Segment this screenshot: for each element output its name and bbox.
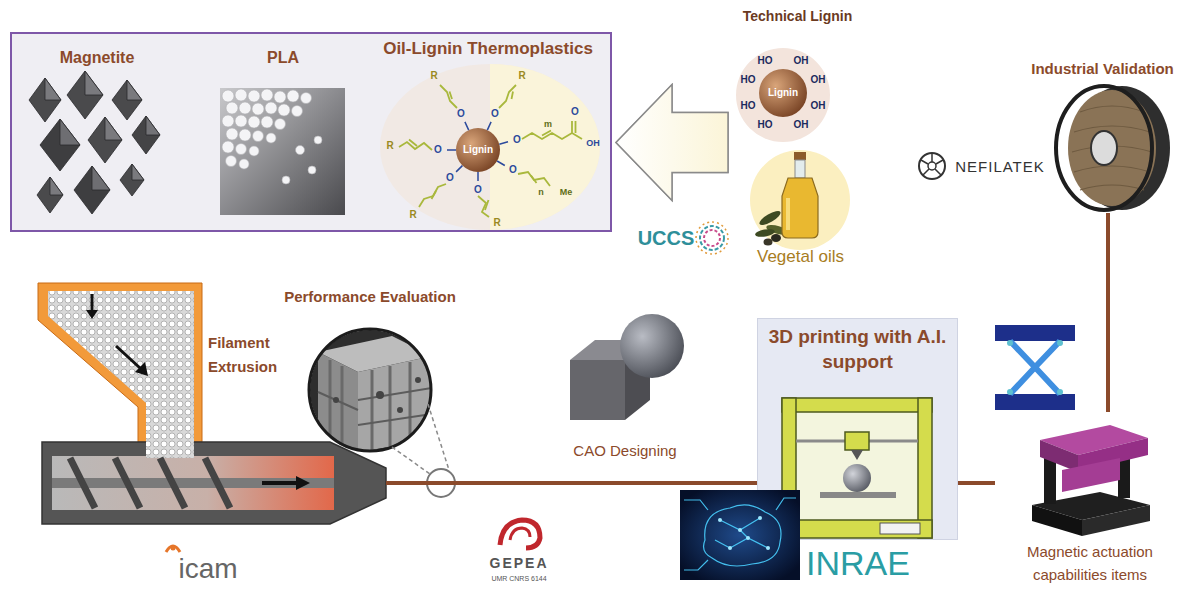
figure-label: GEPEA (489, 556, 548, 570)
node-title: Filament Extrusion (208, 331, 298, 379)
block-arrow (616, 85, 728, 201)
node-title: Vegetal oils (738, 247, 863, 267)
oil-figure: Vegetal oils (738, 146, 869, 272)
block-arrow (616, 85, 728, 201)
figure-label: Lignin (463, 145, 493, 155)
figure-label: OH (811, 75, 826, 85)
figure-label: R (386, 141, 393, 151)
figure-label: HO (758, 56, 773, 66)
extruder-figure: Filament Extrusion (40, 283, 386, 526)
figure-label: R (409, 210, 416, 220)
node-heading: Magnetite (37, 48, 157, 67)
zoom-figure: Performance Evaluation (265, 286, 481, 456)
printer-box: 3D printing with A.I. support (757, 318, 958, 540)
figure-label: n (538, 188, 544, 197)
actuator-item: Magnetic actuation capabilities items (995, 412, 1185, 592)
figure-label: HO (758, 120, 773, 130)
figure-label: R (493, 218, 500, 228)
figure-label: O (571, 107, 579, 117)
process-line (958, 481, 995, 485)
figure-label: OH (794, 56, 809, 66)
figure-label: UCCS (638, 228, 695, 248)
figure-label: O (513, 135, 521, 145)
figure-label: HO (741, 75, 756, 85)
node-heading: PLA (243, 48, 323, 67)
node-title: CAO Designing (555, 442, 695, 460)
process-line (1106, 213, 1110, 412)
node-title: Technical Lignin (730, 8, 865, 25)
node-heading: Oil-Lignin Thermoplastics (368, 39, 608, 59)
figure-label: icam (178, 555, 237, 583)
figure-label: O (509, 165, 517, 175)
figure-label: UMR CNRS 6144 (491, 575, 546, 582)
process-line (386, 481, 757, 485)
figure-label: R (518, 71, 525, 81)
figure-label: R (430, 71, 437, 81)
figure-label: Lignin (768, 88, 798, 98)
node-title: Magnetic actuation capabilities items (1015, 540, 1165, 586)
node-title: 3D printing with A.I. support (761, 325, 954, 374)
figure-label: m (544, 120, 552, 129)
figure-label: O (434, 145, 442, 155)
node-title: Performance Evaluation (265, 288, 475, 306)
spool-figure: Industrial Validation (1010, 56, 1201, 213)
figure-label: O (457, 109, 465, 119)
figure-label: OH (586, 139, 600, 148)
figure-label: OH (811, 101, 826, 111)
cad-icon: CAO Designing (555, 318, 701, 464)
figure-label: HO (741, 101, 756, 111)
figure-label: O (491, 109, 499, 119)
figure-label: O (446, 173, 454, 183)
figure-label: OH (794, 120, 809, 130)
node-title: Industrial Validation (1010, 60, 1195, 78)
figure-label: NEFILATEK (955, 159, 1045, 174)
figure-label: Me (560, 188, 573, 197)
figure-label: INRAE (806, 546, 910, 580)
materials-panel: Magnetite PLA Oil-Lignin Thermoplastics (10, 32, 612, 232)
figure-label: O (474, 185, 482, 195)
